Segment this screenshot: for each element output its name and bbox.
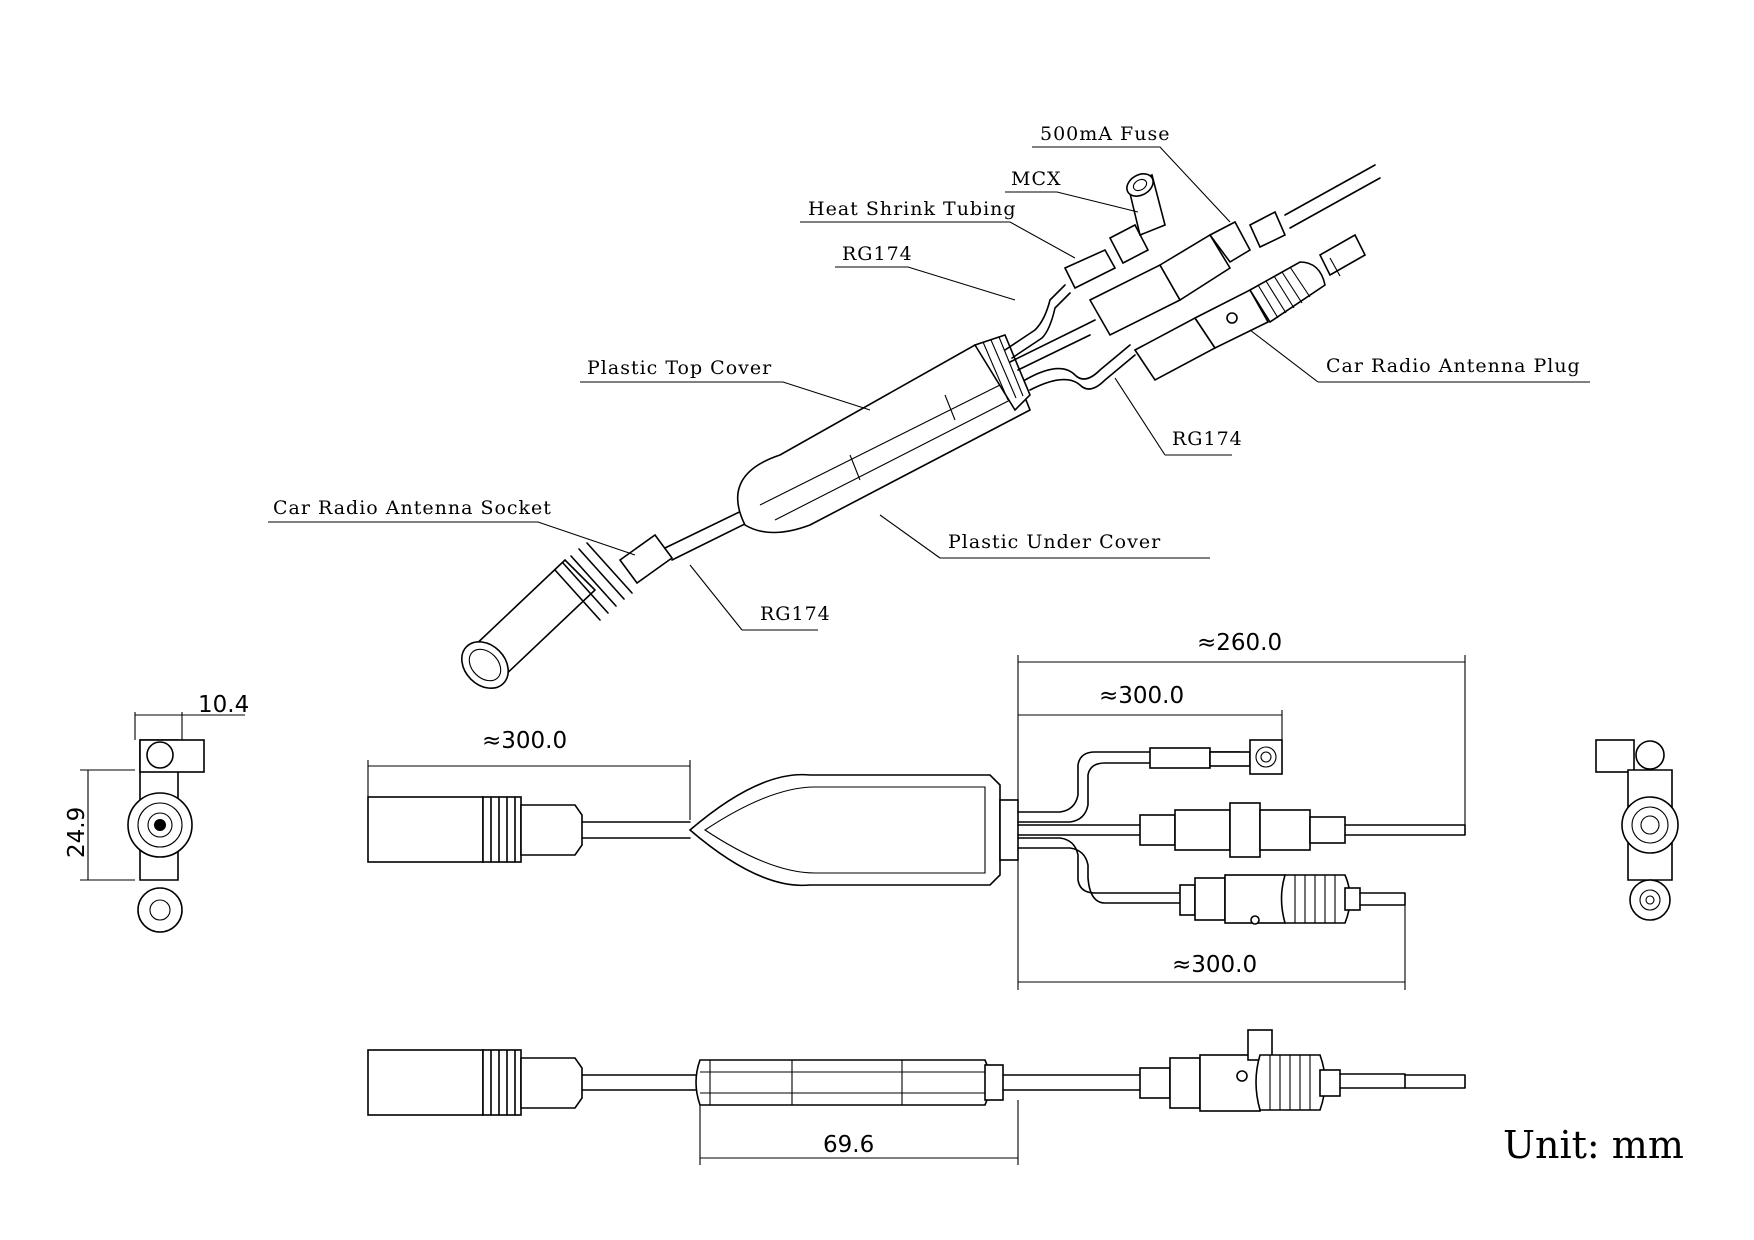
dim-socket-cable: ≈300.0 [482, 728, 567, 754]
callout-top-cover: Plastic Top Cover [580, 357, 871, 411]
label-rg174-top: RG174 [842, 243, 913, 265]
iso-callouts: 500mA Fuse MCX Heat Shrink Tubing RG174 … [268, 123, 1590, 631]
iso-branch-cables [1004, 284, 1136, 391]
dim-plug-cable: ≈300.0 [1172, 952, 1257, 978]
dim-end-width: 10.4 [198, 692, 249, 718]
iso-antenna-socket [461, 533, 674, 689]
unit-label: Unit: mm [1503, 1123, 1684, 1167]
callout-mcx: MCX [1005, 168, 1139, 213]
label-antenna-socket: Car Radio Antenna Socket [273, 497, 552, 519]
dim-end-height: 24.9 [64, 807, 90, 858]
dim-mcx-cable: ≈300.0 [1099, 683, 1184, 709]
label-antenna-plug: Car Radio Antenna Plug [1326, 355, 1581, 377]
callout-rg174-top: RG174 [835, 243, 1016, 301]
top-view [367, 739, 1466, 925]
callout-heat-shrink: Heat Shrink Tubing [800, 198, 1076, 259]
label-rg174-right: RG174 [1172, 428, 1243, 450]
dim-body-length: 69.6 [823, 1132, 874, 1158]
callout-rg174-bottom: RG174 [689, 564, 831, 631]
left-end-view: 10.4 24.9 [64, 692, 249, 933]
label-under-cover: Plastic Under Cover [948, 531, 1161, 553]
top-fuse [1139, 802, 1466, 858]
callout-under-cover: Plastic Under Cover [879, 514, 1210, 559]
label-rg174-bottom: RG174 [760, 603, 831, 625]
right-end-view [1595, 739, 1679, 921]
top-plug [1179, 874, 1406, 925]
label-top-cover: Plastic Top Cover [587, 357, 772, 379]
iso-antenna-plug [1133, 233, 1367, 382]
top-view-dimensions: ≈300.0 ≈260.0 ≈300.0 ≈300.0 [367, 630, 1466, 990]
iso-body [736, 334, 1032, 534]
callout-antenna-plug: Car Radio Antenna Plug [1249, 329, 1590, 383]
side-view: 69.6 [367, 1029, 1466, 1165]
iso-mcx-connector [1063, 173, 1166, 290]
label-fuse: 500mA Fuse [1040, 123, 1170, 145]
label-mcx: MCX [1011, 168, 1062, 190]
callout-rg174-right: RG174 [1114, 377, 1243, 456]
isometric-view [461, 164, 1381, 689]
iso-fuse-holder [1088, 164, 1381, 337]
top-body [688, 773, 1019, 887]
callout-fuse: 500mA Fuse [1032, 123, 1231, 223]
top-socket [367, 796, 691, 863]
top-branches [1017, 751, 1241, 904]
dim-fuse-cable: ≈260.0 [1197, 630, 1282, 656]
callout-antenna-socket: Car Radio Antenna Socket [268, 497, 636, 556]
label-heat-shrink: Heat Shrink Tubing [808, 198, 1017, 220]
top-mcx [1149, 739, 1283, 775]
